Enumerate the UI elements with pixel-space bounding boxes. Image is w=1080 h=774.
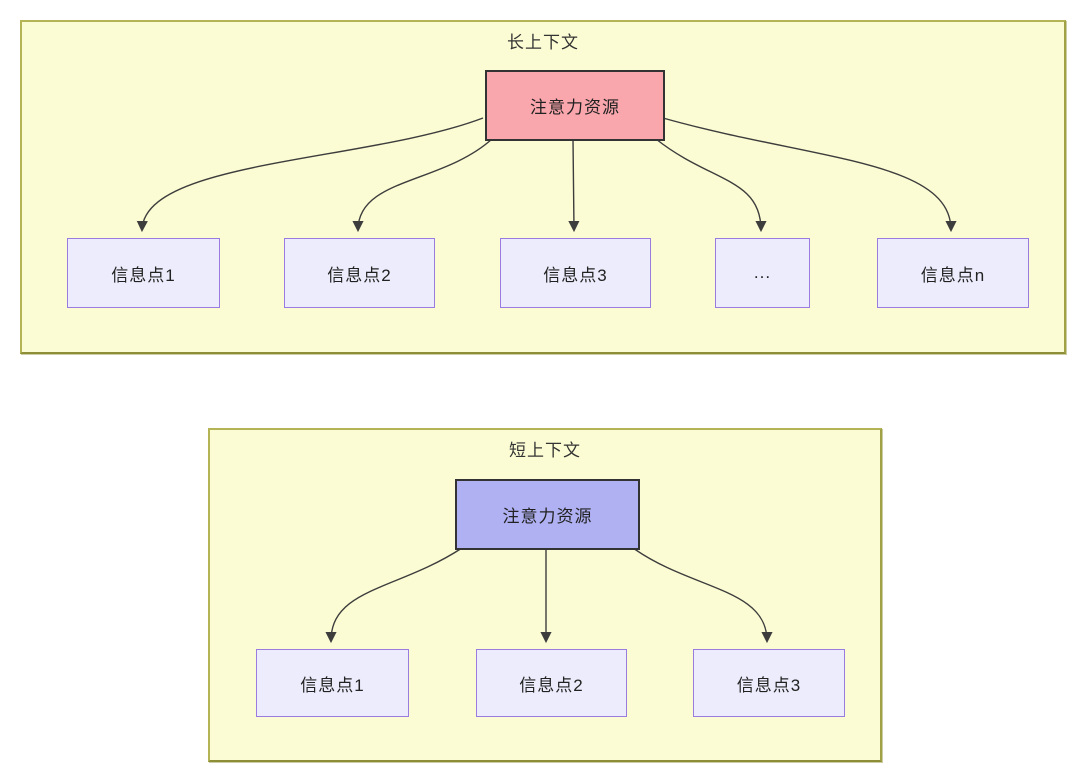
info-node-ellipsis-long: ... — [715, 238, 810, 308]
info-node-label: 信息点2 — [327, 265, 392, 285]
attention-resource-node-short: 注意力资源 — [455, 479, 640, 550]
info-node-3-short: 信息点3 — [693, 649, 845, 717]
attention-resource-node-long: 注意力资源 — [485, 70, 665, 141]
short-context-title: 短上下文 — [509, 441, 581, 460]
arrow-to-info-ellipsis — [655, 138, 767, 233]
info-node-label: 信息点3 — [543, 265, 608, 285]
info-node-label: ... — [753, 263, 772, 282]
info-node-label: 信息点2 — [519, 675, 584, 695]
arrow-to-info-n — [662, 117, 957, 233]
arrow-to-info-1 — [136, 117, 484, 233]
arrow-to-info-1 — [325, 547, 463, 644]
info-node-label: 信息点1 — [300, 675, 365, 695]
arrow-to-info-3 — [632, 547, 773, 644]
attention-resource-label: 注意力资源 — [502, 507, 593, 526]
info-node-n-long: 信息点n — [877, 238, 1029, 308]
info-node-3-long: 信息点3 — [500, 238, 651, 308]
info-node-1-short: 信息点1 — [256, 649, 409, 717]
info-node-label: 信息点1 — [111, 265, 176, 285]
info-node-2-short: 信息点2 — [476, 649, 627, 717]
long-context-arrows-layer — [136, 117, 957, 233]
long-context-panel: 长上下文 注意力资源 信息点1 信息点2 信息点3 ... — [20, 20, 1066, 354]
short-context-panel: 短上下文 注意力资源 信息点1 信息点2 信息点3 — [208, 428, 882, 762]
info-node-label: 信息点3 — [736, 675, 802, 695]
attention-resource-label: 注意力资源 — [530, 98, 620, 117]
short-context-arrows-layer — [325, 547, 773, 644]
info-node-1-long: 信息点1 — [67, 238, 220, 308]
long-context-title: 长上下文 — [507, 33, 579, 52]
arrow-to-info-3 — [568, 138, 580, 233]
info-node-label: 信息点n — [920, 265, 986, 285]
info-node-2-long: 信息点2 — [284, 238, 435, 308]
arrow-to-info-2 — [352, 138, 493, 233]
